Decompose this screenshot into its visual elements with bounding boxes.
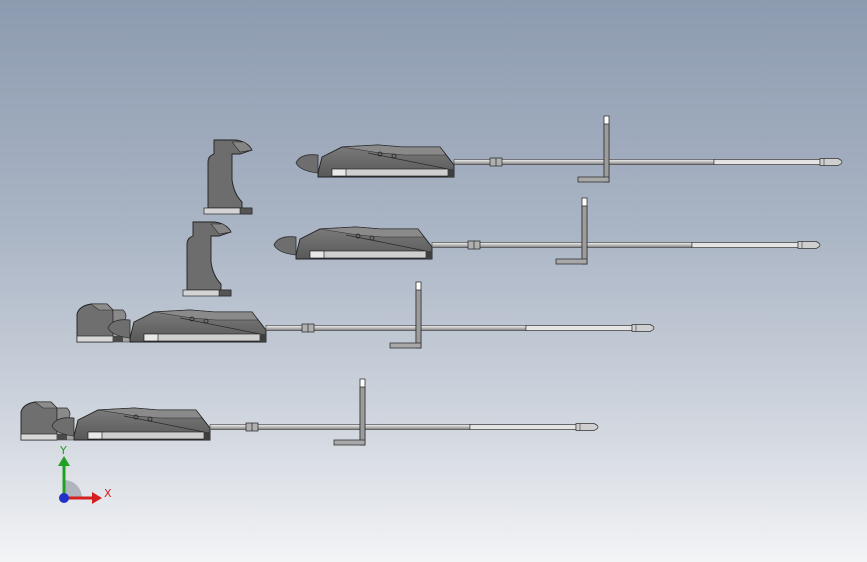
assembly-1[interactable] — [203, 115, 843, 215]
assembly-4[interactable] — [20, 378, 599, 446]
triad-plane-marker — [64, 480, 82, 498]
x-axis-label: X — [104, 487, 112, 500]
blade-body-part[interactable] — [295, 144, 455, 178]
blade-body-part[interactable] — [273, 226, 433, 260]
x-axis-arrow-icon — [92, 492, 102, 504]
blade-body-part[interactable] — [51, 407, 211, 441]
handle-part[interactable] — [182, 221, 232, 297]
rod-part[interactable] — [209, 422, 599, 432]
axis-triad: Y X — [58, 444, 112, 504]
y-axis-arrow-icon — [58, 456, 70, 466]
handle-part[interactable] — [203, 139, 253, 215]
bracket-part[interactable] — [333, 378, 366, 446]
bracket-part[interactable] — [389, 281, 422, 349]
rod-part[interactable] — [265, 323, 655, 333]
y-axis-label: Y — [59, 444, 67, 457]
assembly-3[interactable] — [76, 281, 655, 349]
blade-body-part[interactable] — [107, 309, 267, 343]
z-axis-dot-icon — [59, 493, 69, 503]
rod-part[interactable] — [431, 240, 821, 250]
bracket-part[interactable] — [555, 197, 588, 265]
rod-part[interactable] — [453, 157, 843, 167]
bracket-part[interactable] — [577, 115, 610, 183]
assembly-2[interactable] — [182, 197, 821, 297]
